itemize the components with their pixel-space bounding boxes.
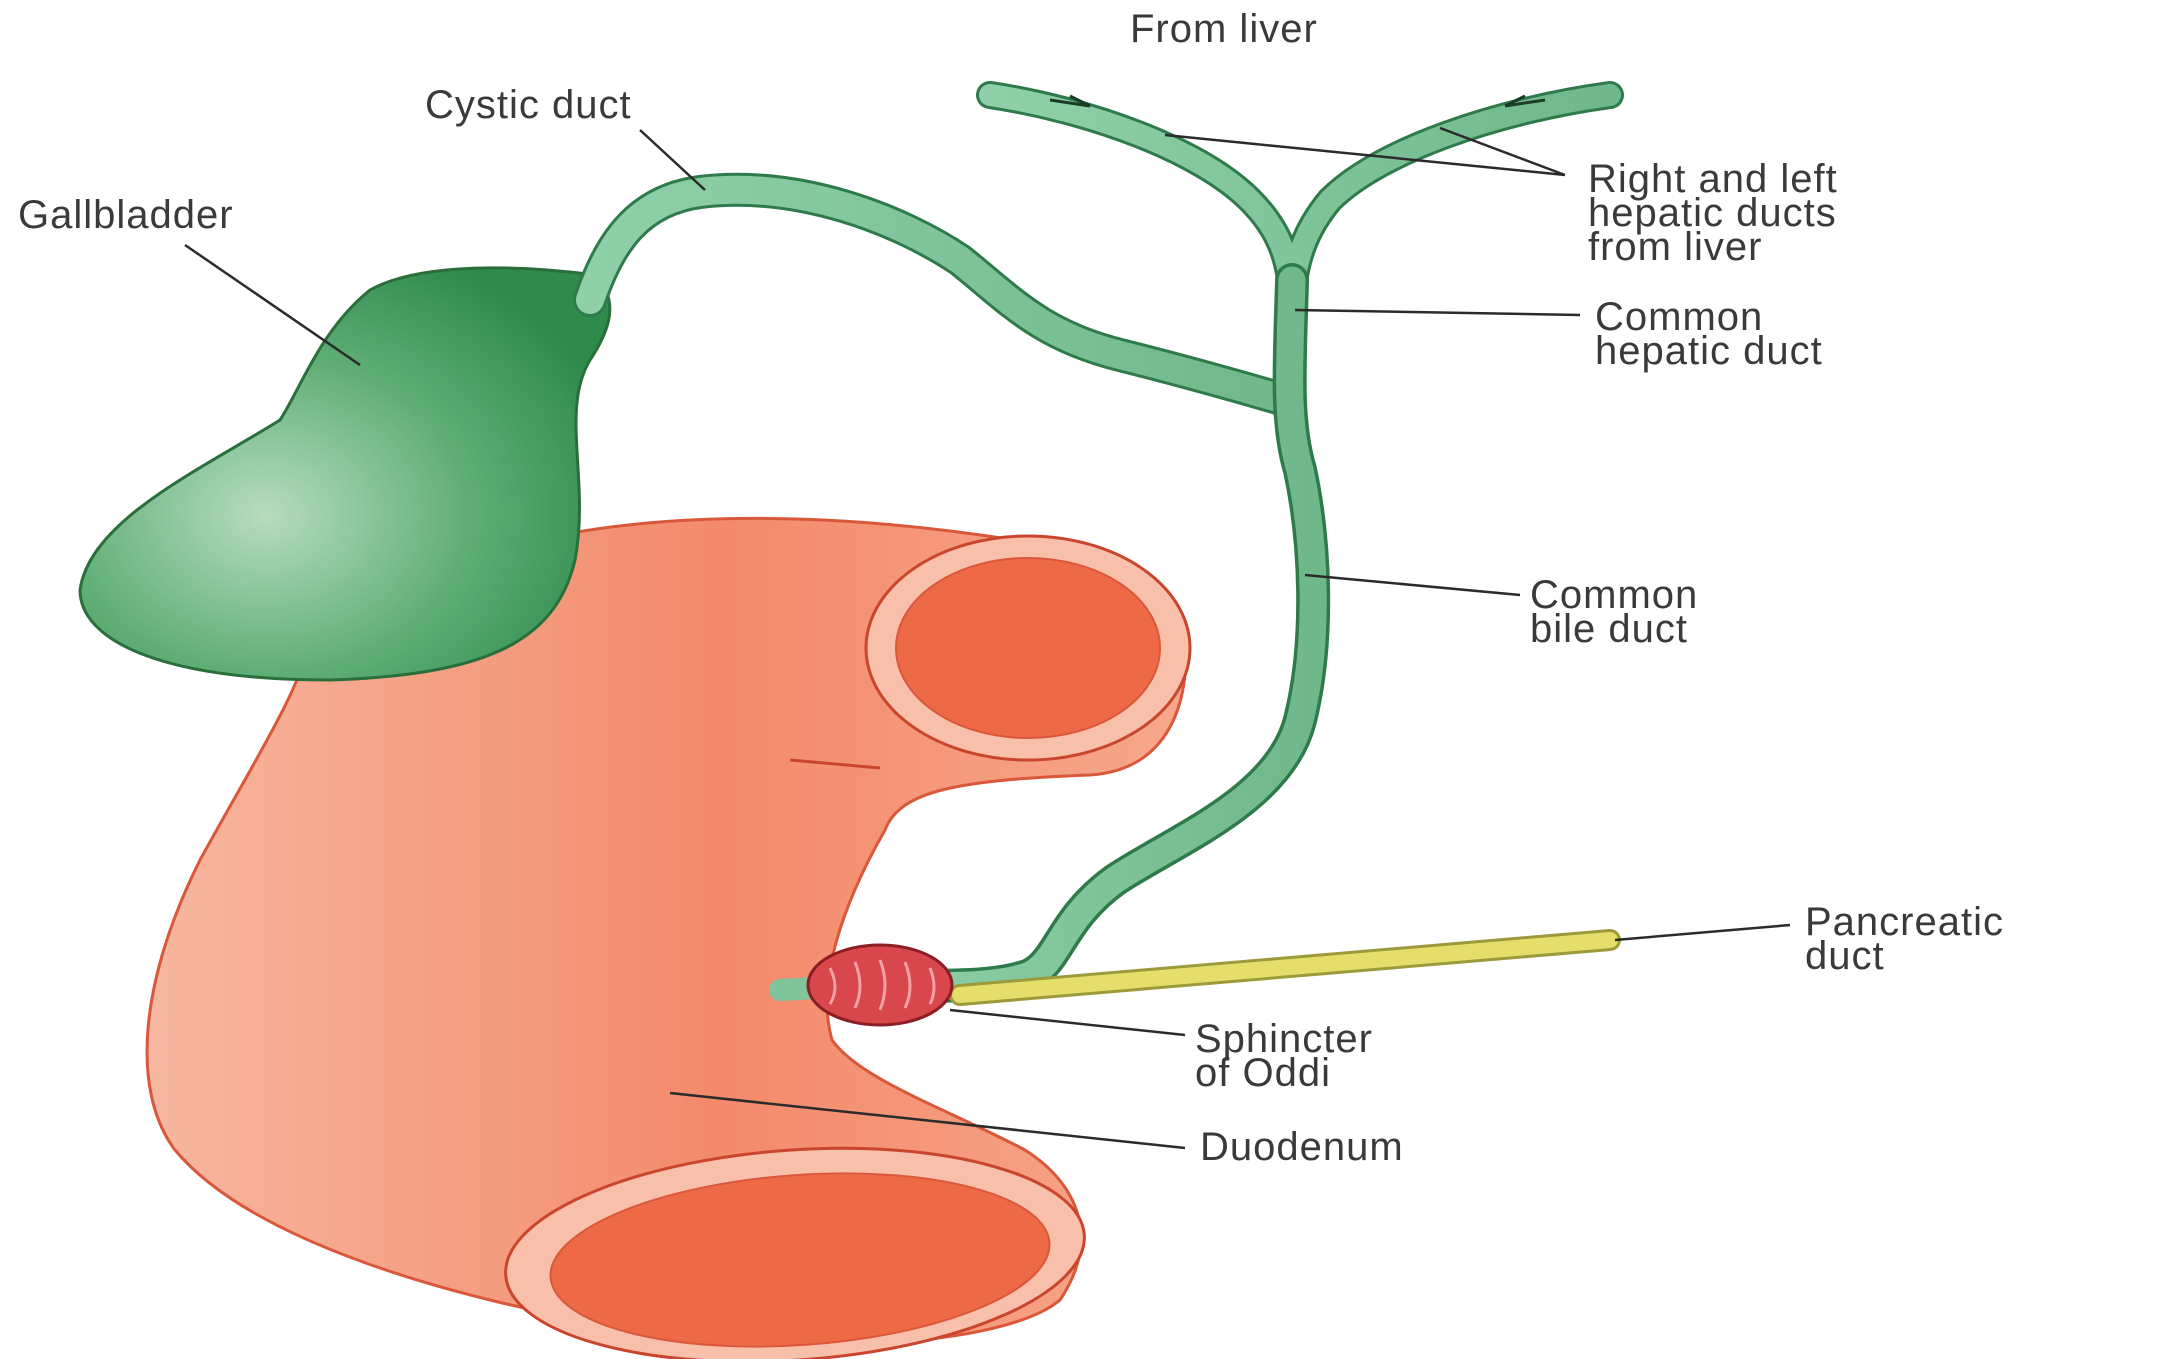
label-gallbladder: Gallbladder (18, 193, 234, 237)
leader-pancreatic-duct (1615, 925, 1790, 940)
label-common-hepatic-duct: Common hepatic duct (1595, 295, 1823, 373)
leader-common-bile-duct (1305, 575, 1520, 595)
sphincter-of-oddi (808, 945, 952, 1025)
label-cystic-duct: Cystic duct (425, 83, 632, 127)
leader-gallbladder (185, 245, 360, 365)
label-duodenum: Duodenum (1200, 1125, 1404, 1169)
label-common-bile-duct: Common bile duct (1530, 573, 1710, 651)
label-sphincter-of-oddi: Sphincter of Oddi (1195, 1017, 1385, 1095)
label-pancreatic-duct: Pancreatic duct (1805, 900, 2016, 978)
leader-sphincter-of-oddi (950, 1010, 1185, 1035)
leader-common-hepatic-duct (1295, 310, 1580, 315)
label-hepatic-ducts: Right and left hepatic ducts from liver (1588, 157, 1850, 269)
gallbladder (80, 268, 610, 680)
label-from-liver: From liver (1130, 7, 1318, 51)
